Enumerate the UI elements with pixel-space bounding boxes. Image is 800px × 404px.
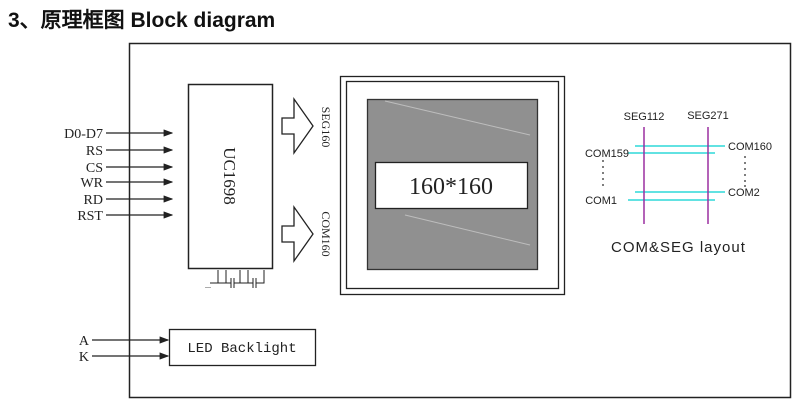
- led-backlight-box: [168, 328, 317, 367]
- ellipsis-dots: [602, 156, 746, 187]
- signal-label: K: [79, 350, 89, 365]
- controller-label: UC1698: [220, 147, 239, 205]
- seg-left-label: SEG112: [624, 111, 665, 123]
- backlight-inputs: AK: [79, 334, 170, 365]
- seg-output-label: SEG160: [319, 107, 333, 148]
- seg-arrow: [281, 96, 314, 156]
- section-title: 3、原理框图 Block diagram: [8, 9, 276, 32]
- signal-label: CS: [86, 161, 103, 176]
- controller-box: [187, 83, 274, 270]
- resolution-label: 160*160: [409, 174, 493, 200]
- signal-label: D0-D7: [64, 127, 103, 142]
- signal-label: RST: [77, 209, 103, 224]
- signal-label: A: [79, 334, 90, 349]
- lcd-glare: [404, 214, 531, 246]
- svg-text:...: ...: [205, 281, 211, 290]
- layout-caption: COM&SEG layout: [611, 239, 746, 256]
- signal-label: RS: [86, 144, 103, 159]
- seg-right-label: SEG271: [687, 110, 729, 122]
- signal-label: RD: [84, 193, 103, 208]
- com-top-left-label: COM159: [585, 148, 629, 160]
- outer-frame: [128, 42, 792, 399]
- com-bottom-right-label: COM2: [728, 187, 760, 199]
- com-output-label: COM160: [319, 211, 333, 256]
- com-bottom-left-label: COM1: [585, 195, 617, 207]
- com-top-right-label: COM160: [728, 141, 772, 153]
- signal-label: WR: [80, 176, 103, 191]
- com-seg-layout: SEG112 SEG271 COM159 COM160 COM1 COM2 CO…: [585, 110, 772, 256]
- com-arrow: [281, 204, 314, 264]
- led-backlight-label: LED Backlight: [187, 341, 296, 357]
- resolution-box: [374, 161, 529, 210]
- capacitor-symbols: ...: [205, 270, 265, 290]
- lcd-glare: [384, 100, 531, 136]
